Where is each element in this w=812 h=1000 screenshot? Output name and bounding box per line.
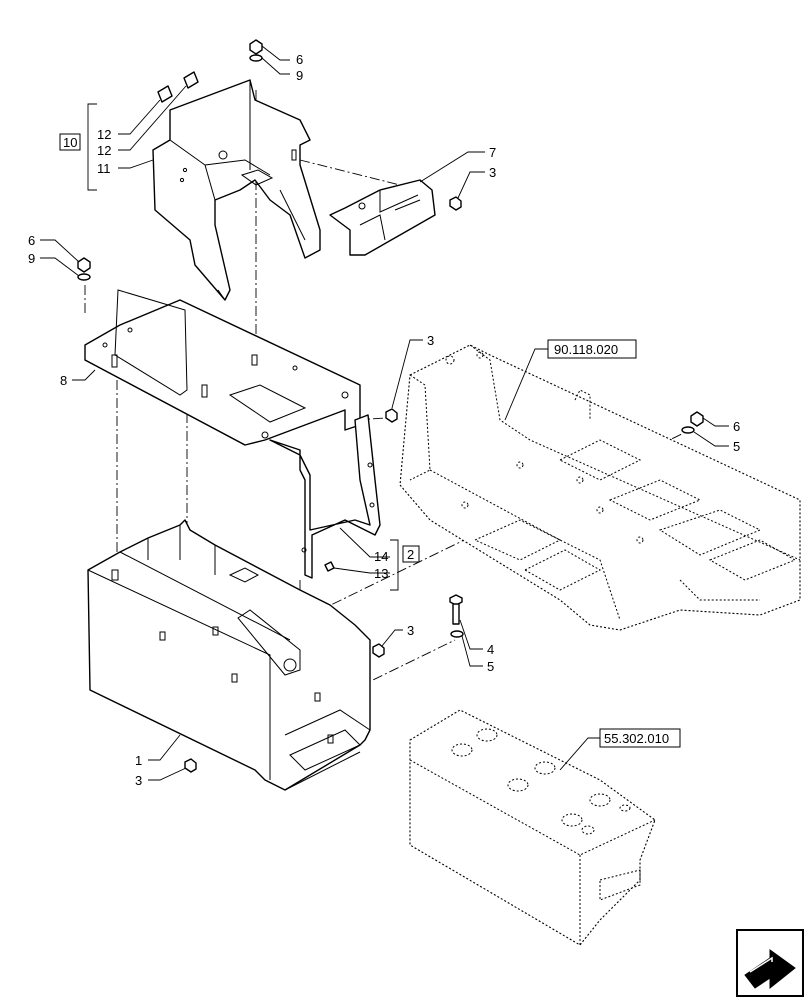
callout-6-top: 6 bbox=[296, 52, 303, 67]
battery-ghost-outline bbox=[409, 709, 656, 946]
nut-part-3-tray-bottom bbox=[184, 758, 197, 773]
callout-10: 10 bbox=[63, 135, 77, 150]
bracket-legs-part-14 bbox=[269, 414, 381, 579]
callout-6-right: 6 bbox=[733, 419, 740, 434]
callout-3-mid: 3 bbox=[427, 333, 434, 348]
nut-washer-left bbox=[77, 257, 91, 281]
nut-washer-right bbox=[681, 411, 704, 434]
callout-10-box bbox=[59, 133, 81, 151]
callout-5-right: 5 bbox=[733, 439, 740, 454]
callout-13: 13 bbox=[374, 566, 388, 581]
frame-ghost-outline bbox=[399, 344, 801, 631]
callout-4: 4 bbox=[487, 642, 494, 657]
clamp-plate-part-7 bbox=[329, 179, 436, 256]
callout-6-left: 6 bbox=[28, 233, 35, 248]
nut-part-3-mid bbox=[385, 408, 398, 423]
group-10-bracket bbox=[87, 103, 97, 191]
battery-tray-part-1 bbox=[87, 519, 371, 791]
nut-part-3-right-top bbox=[449, 196, 462, 211]
callout-8: 8 bbox=[60, 373, 67, 388]
screw-part-13 bbox=[324, 561, 335, 572]
callout-12-b: 12 bbox=[97, 143, 111, 158]
ref-frame-90-118-020[interactable]: 90.118.020 bbox=[554, 342, 618, 357]
ref-battery-55-302-010[interactable]: 55.302.010 bbox=[604, 731, 669, 746]
callout-1: 1 bbox=[135, 753, 142, 768]
callout-9-top: 9 bbox=[296, 68, 303, 83]
callout-leaders bbox=[40, 45, 729, 781]
callout-3-tray-right: 3 bbox=[407, 623, 414, 638]
bolt-part-12 bbox=[157, 71, 199, 103]
callout-12-a: 12 bbox=[97, 127, 111, 142]
callout-2: 2 bbox=[407, 547, 414, 562]
callout-5-bottom: 5 bbox=[487, 659, 494, 674]
callout-3-tray-bottom: 3 bbox=[135, 773, 142, 788]
ref-box-battery bbox=[599, 728, 681, 748]
next-page-arrow-icon[interactable] bbox=[736, 929, 804, 997]
nut-part-3-tray-right bbox=[372, 643, 385, 658]
callout-3-top-right: 3 bbox=[489, 165, 496, 180]
nut-washer-top bbox=[249, 39, 263, 62]
support-plate-part-8 bbox=[84, 289, 361, 446]
callout-2-box bbox=[402, 545, 420, 563]
group-2-bracket bbox=[390, 539, 399, 591]
callout-7: 7 bbox=[489, 145, 496, 160]
bolt-washer-part-4-5 bbox=[449, 594, 464, 638]
upper-bracket-part-11 bbox=[152, 79, 321, 301]
callout-11: 11 bbox=[97, 161, 111, 176]
ref-box-frame bbox=[547, 339, 637, 359]
callout-9-left: 9 bbox=[28, 251, 35, 266]
callout-14: 14 bbox=[374, 549, 388, 564]
